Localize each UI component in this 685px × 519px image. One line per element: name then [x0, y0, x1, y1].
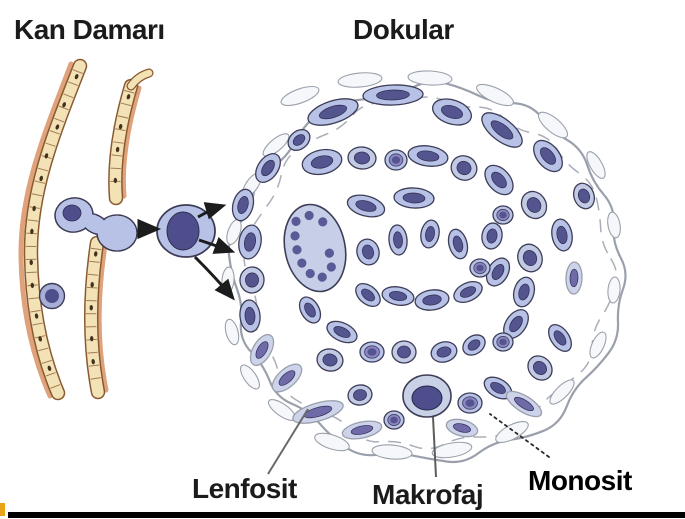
tissue-cell [607, 211, 621, 239]
tissue-cell [565, 261, 583, 295]
tissue-cell [280, 85, 320, 107]
tissue-cell [549, 379, 575, 405]
tissue-cell [287, 129, 311, 151]
tissue-cell [607, 276, 621, 304]
tissue-cell [431, 98, 473, 126]
tissue-cell [388, 224, 408, 256]
macrophage-label: Makrofaj [372, 479, 484, 510]
migrating-monocyte [156, 204, 216, 258]
tissue-cell [533, 139, 563, 173]
tissue-cell [447, 228, 469, 260]
tissue-cell [314, 432, 350, 452]
tissue-cell [231, 188, 255, 222]
lymphocyte-pointer-line [267, 408, 309, 475]
tissue-cell [453, 281, 483, 303]
tissue-cell [393, 187, 435, 209]
tissue-cell [301, 148, 343, 176]
tissue-cell [481, 222, 503, 250]
tissue-cell [347, 384, 373, 406]
tissue-cell [548, 324, 572, 352]
tissue-cell [341, 420, 383, 440]
blood-vessel-label: Kan Damarı [14, 14, 165, 45]
diapedesis-cell [54, 197, 138, 252]
tissue-cell [316, 348, 344, 372]
giant-cell [283, 203, 347, 293]
monocyte-cell-in-tissue [457, 392, 483, 414]
migration-arrow [193, 255, 235, 301]
monocyte-pointer-line [489, 413, 550, 458]
migration-arrow [198, 236, 236, 254]
tissue-cell [527, 355, 553, 381]
tissue-cell [362, 84, 424, 106]
tissue-cell [262, 133, 290, 157]
tissue-cell [414, 289, 450, 311]
tissue-cell [271, 363, 303, 393]
tissue-cell [347, 146, 377, 170]
tissue-cell [476, 83, 514, 107]
tissue-cell [572, 182, 596, 210]
monocyte-label: Monosit [528, 465, 632, 496]
tissue-cell [383, 410, 405, 430]
tissue-cell [326, 320, 358, 344]
tissue-cell [381, 286, 415, 306]
tissue-cell [239, 266, 265, 294]
macrophage-cell [402, 374, 452, 418]
tissue-cell [356, 238, 380, 266]
tissue-cell [346, 194, 386, 218]
macrophage-pointer-line [432, 416, 437, 478]
tissue-cell [359, 341, 385, 363]
tissue-cell [371, 444, 413, 460]
tissue-cell [431, 441, 473, 459]
free-monocyte-nucleus [166, 211, 200, 251]
monocyte-in-vessel [38, 282, 66, 310]
tissue-cell [420, 219, 440, 249]
tissue-cell [307, 98, 359, 126]
tissue-cells [221, 70, 621, 460]
tissue-cell [445, 418, 479, 438]
tissue-cell [481, 112, 523, 148]
tissue-cell [298, 296, 322, 324]
bottom-border-bar [8, 512, 685, 518]
corner-yellow-mark [0, 503, 5, 516]
tissue-cell [391, 340, 417, 364]
tissue-cell [224, 318, 240, 346]
tissue-cell [337, 72, 383, 88]
tissue-cell [492, 332, 514, 352]
tissue-cell [505, 390, 543, 418]
tissue-cell [586, 151, 606, 179]
lymphocyte-label: Lenfosit [192, 473, 297, 504]
tissue-cell [240, 364, 260, 390]
tissue-cell [589, 331, 607, 359]
tissue-cell [355, 283, 381, 307]
label-pointer-lines [267, 408, 550, 478]
blood-vessel [18, 58, 154, 401]
tissue-cell [450, 155, 478, 181]
tissue-cell [249, 333, 275, 367]
tissue-cell [503, 309, 529, 339]
tissue-cell [551, 218, 573, 252]
tissue-cell [537, 111, 569, 139]
tissues-label: Dokular [353, 14, 454, 45]
tissue-cell [495, 420, 529, 444]
tissue-cell [407, 70, 453, 86]
migration-arrows [137, 202, 236, 301]
tissue-cell [485, 257, 511, 287]
tissue-cell [492, 205, 514, 225]
tissue-cell [469, 258, 491, 278]
tissue-cell [255, 153, 281, 183]
tissue-cell [407, 145, 449, 167]
tissue-cell [384, 149, 408, 171]
tissue-cell [430, 341, 458, 363]
tissue-cell [239, 299, 261, 333]
tissue-cell [484, 164, 514, 196]
tissue-cell [462, 334, 486, 356]
tissue-cell [517, 243, 543, 273]
tissue-cell [221, 266, 235, 294]
migration-arrow [197, 202, 227, 220]
tissue-cell [520, 190, 548, 220]
tissue-cell [512, 276, 536, 308]
tissue-cell [238, 224, 262, 260]
